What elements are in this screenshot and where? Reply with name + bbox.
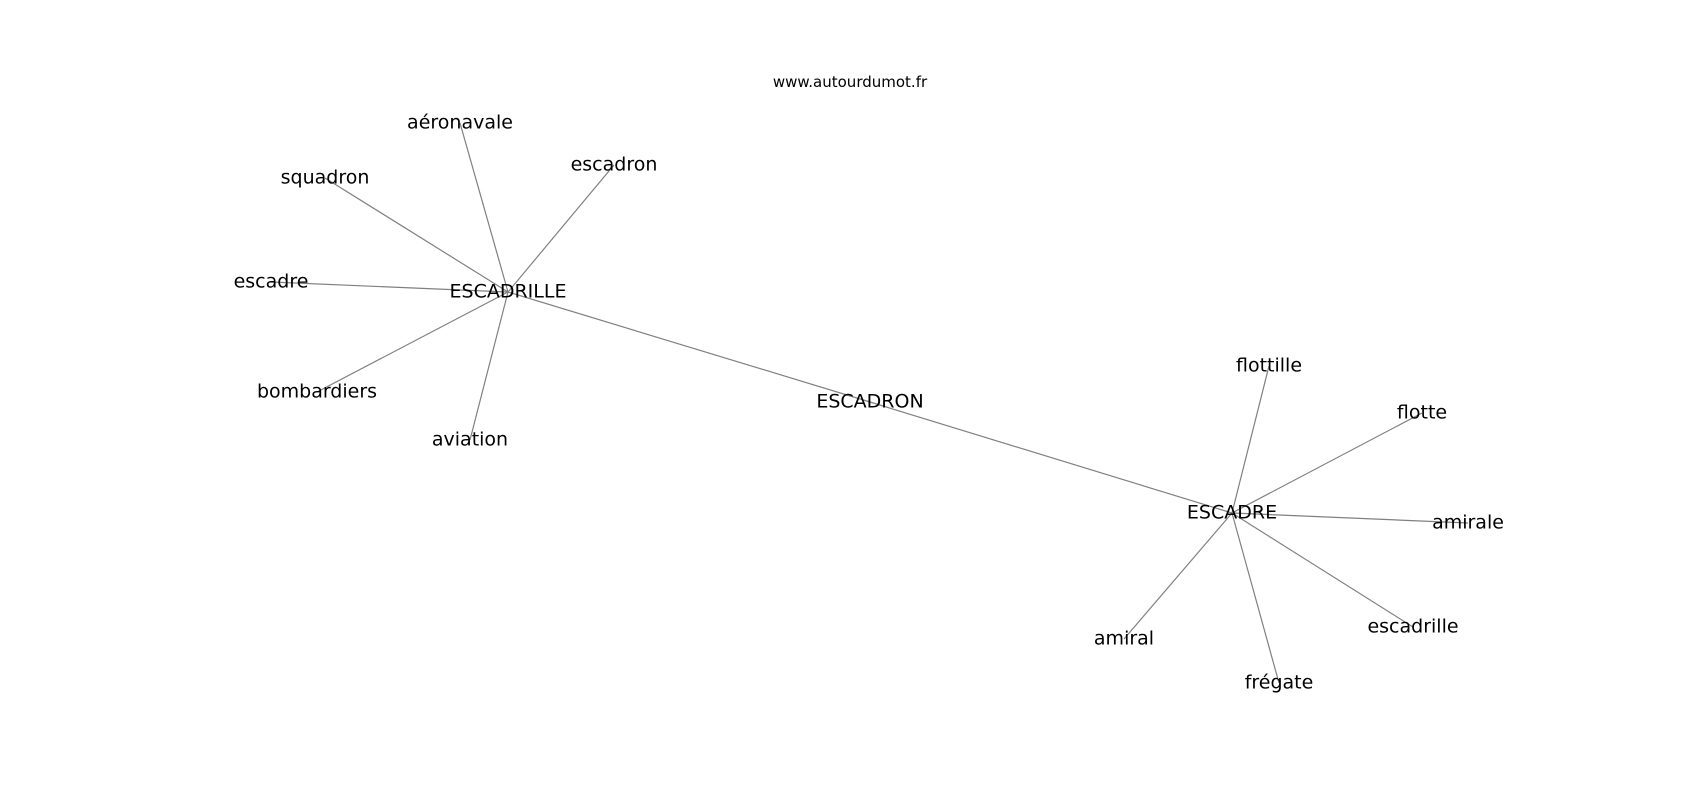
edge-escadrille-squadron	[324, 177, 509, 293]
node-amirale[interactable]: amirale	[1432, 511, 1504, 534]
node-aeronavale[interactable]: aéronavale	[407, 111, 513, 134]
node-escadre[interactable]: ESCADRE	[1186, 501, 1278, 524]
node-fregate[interactable]: frégate	[1244, 671, 1314, 694]
edge-escadre-escadrille	[1231, 512, 1414, 628]
edge-escadre-flotte	[1231, 412, 1423, 514]
node-amiral[interactable]: amiral	[1093, 627, 1155, 650]
edge-escadrille-aeronavale	[459, 122, 509, 293]
node-escadre[interactable]: escadre	[233, 270, 309, 293]
node-escadrille[interactable]: ESCADRILLE	[449, 280, 567, 303]
node-bombardiers[interactable]: bombardiers	[256, 380, 378, 403]
site-url[interactable]: www.autourdumot.fr	[772, 73, 928, 91]
edge-escadrille-escadre	[270, 281, 509, 293]
edge-escadrille-escadron	[507, 164, 615, 293]
node-flotte[interactable]: flotte	[1396, 401, 1448, 424]
edge-escadrille-bombardiers	[316, 291, 509, 393]
edge-escadre-flottille	[1231, 365, 1270, 514]
node-escadron[interactable]: ESCADRON	[816, 390, 924, 413]
node-squadron[interactable]: squadron	[280, 166, 370, 189]
node-escadron[interactable]: escadron	[570, 153, 658, 176]
edge-escadre-fregate	[1231, 512, 1280, 684]
node-aviation[interactable]: aviation	[431, 428, 509, 451]
node-escadrille[interactable]: escadrille	[1367, 615, 1459, 638]
node-flottille[interactable]: flottille	[1235, 354, 1303, 377]
edge-escadre-amirale	[1231, 512, 1469, 524]
edge-escadrille-aviation	[469, 291, 509, 441]
edge-escadre-amiral	[1123, 512, 1233, 640]
edge-escadron-escadrille	[507, 291, 871, 403]
edge-escadron-escadre	[869, 401, 1233, 514]
